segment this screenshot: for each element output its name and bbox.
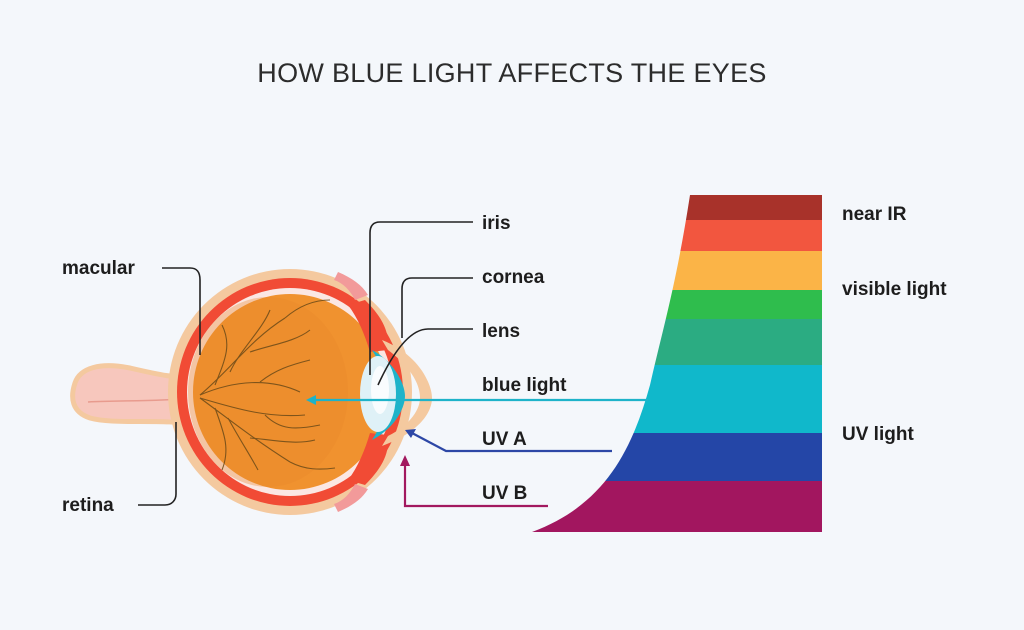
eye-illustration (70, 269, 432, 515)
band-blue (532, 433, 822, 481)
label-cornea: cornea (482, 267, 545, 288)
uvb-ray (403, 462, 548, 508)
blood-vessels (199, 299, 336, 471)
label-retina: retina (62, 495, 114, 516)
label-blue-light: blue light (482, 375, 567, 396)
page-title: HOW BLUE LIGHT AFFECTS THE EYES (257, 58, 767, 88)
band-near-ir (532, 195, 822, 220)
label-uv-light: UV light (842, 424, 914, 445)
band-teal (532, 319, 822, 365)
leader-lines (138, 221, 473, 506)
label-visible-light: visible light (842, 279, 947, 300)
iris-top (348, 300, 389, 352)
label-iris: iris (482, 213, 511, 234)
label-macular: macular (62, 258, 135, 279)
label-uva: UV A (482, 429, 527, 450)
band-orange (532, 251, 822, 290)
band-magenta (532, 481, 822, 532)
cornea (382, 340, 432, 446)
label-lens: lens (482, 321, 520, 342)
light-rays (306, 395, 648, 508)
spectrum-block (532, 195, 822, 532)
optic-nerve (70, 363, 203, 428)
uva-ray (411, 432, 612, 453)
band-red (532, 220, 822, 251)
label-near-ir: near IR (842, 204, 907, 225)
iris-bottom (348, 433, 389, 485)
label-uvb: UV B (482, 483, 527, 504)
band-green (532, 290, 822, 319)
